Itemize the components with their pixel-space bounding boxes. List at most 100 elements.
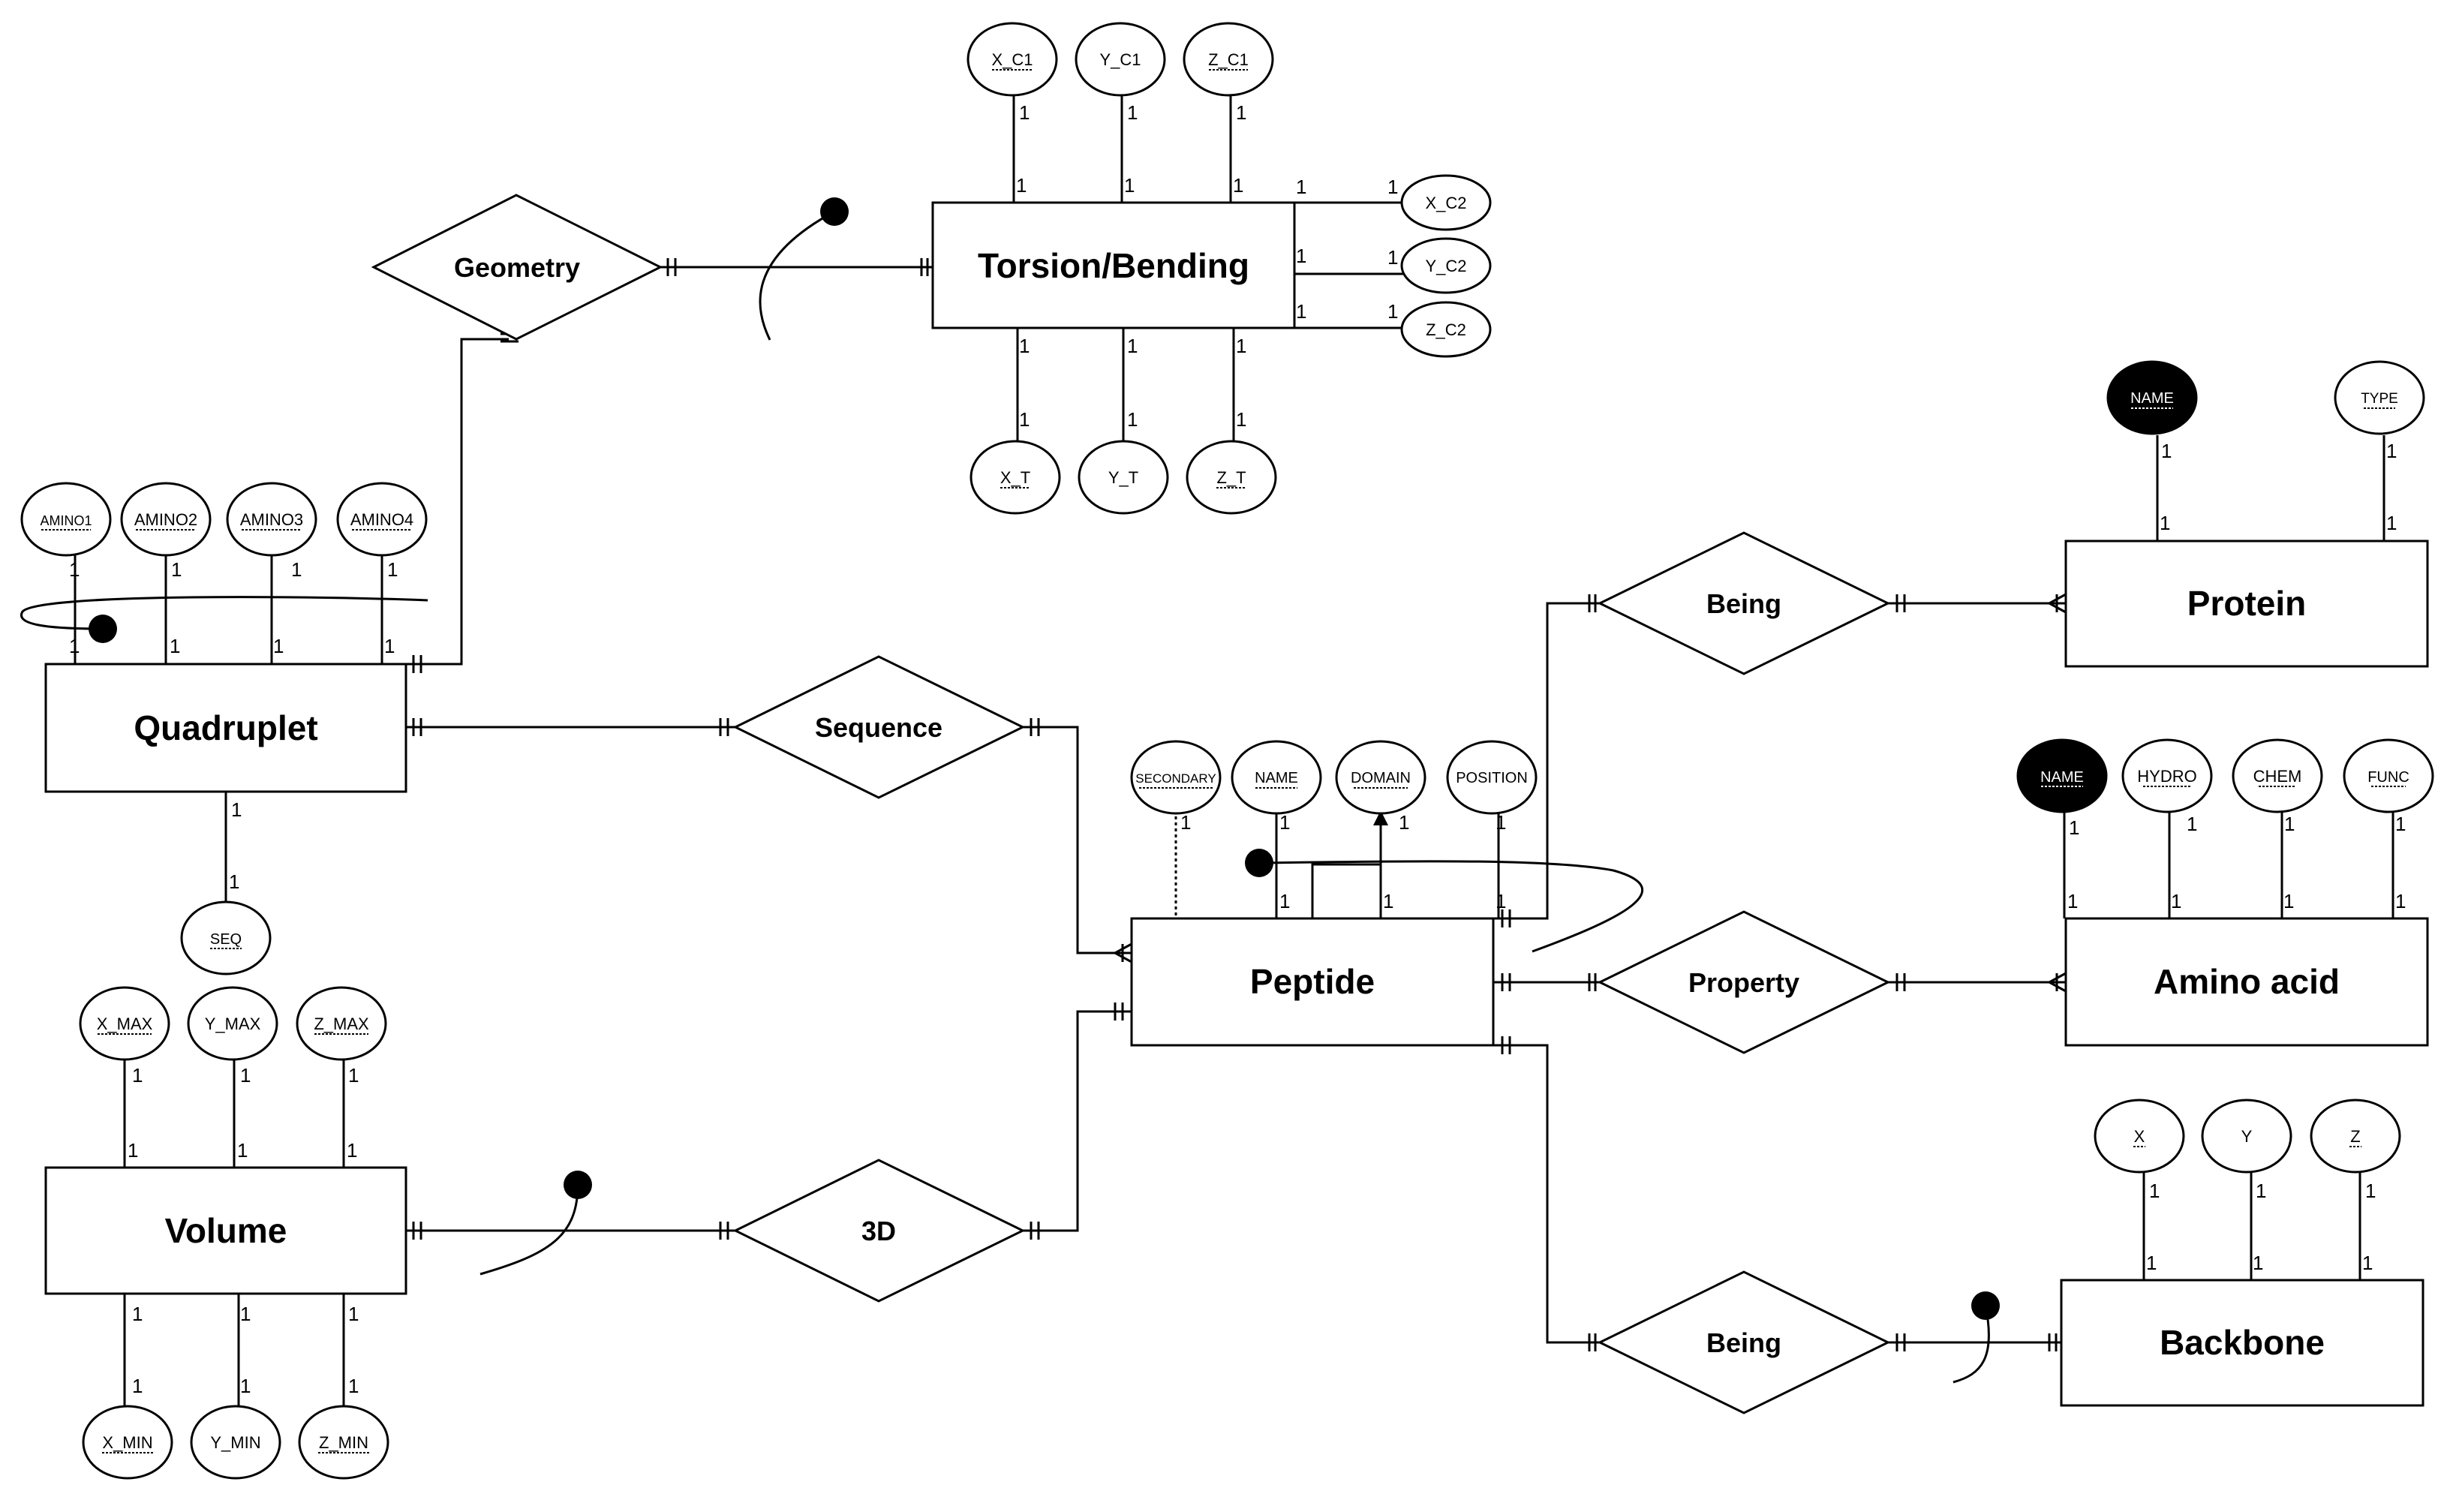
attribute-y-t[interactable]: Y_T	[1078, 440, 1169, 515]
attribute-x-c2[interactable]: X_C2	[1400, 174, 1492, 231]
entity-torsion-bending[interactable]: Torsion/Bending	[931, 201, 1296, 329]
card-label: 1	[347, 1139, 357, 1162]
card-label: 1	[1233, 174, 1243, 197]
attribute-x-c1[interactable]: X_C1	[966, 22, 1058, 97]
card-label: 1	[1387, 246, 1398, 269]
card-label: 1	[1019, 408, 1030, 431]
connector-lines	[74, 90, 2394, 1409]
attribute-peptide-name[interactable]: NAME	[1231, 740, 1322, 815]
card-label: 1	[387, 558, 398, 581]
attribute-y-c2[interactable]: Y_C2	[1400, 237, 1492, 294]
cardinality-labels: 1 1 1 1 1 1 1 1 1 1 1 1 1 1 1 1 1 1 1 1 …	[69, 101, 2406, 1397]
card-label: 1	[384, 635, 395, 657]
card-label: 1	[1127, 408, 1138, 431]
relationship-being-protein[interactable]: Being	[1597, 531, 1891, 675]
attribute-seq[interactable]: SEQ	[180, 900, 272, 975]
card-label: 1	[1124, 174, 1135, 197]
attribute-label: CHEM	[2253, 767, 2302, 786]
relationship-geometry[interactable]: Geometry	[371, 194, 663, 341]
attribute-label: NAME	[2040, 769, 2084, 786]
entity-quadruplet[interactable]: Quadruplet	[44, 663, 407, 793]
attribute-chem[interactable]: CHEM	[2232, 738, 2323, 813]
card-label: 1	[1127, 335, 1138, 357]
attribute-amino4[interactable]: AMINO4	[336, 482, 428, 557]
attribute-amino2[interactable]: AMINO2	[120, 482, 212, 557]
attribute-x-min[interactable]: X_MIN	[82, 1405, 173, 1480]
card-label: 1	[1296, 300, 1306, 323]
card-label: 1	[348, 1375, 359, 1397]
entity-label: Quadruplet	[134, 708, 317, 747]
attribute-protein-type[interactable]: TYPE	[2334, 360, 2425, 435]
attribute-z-c1[interactable]: Z_C1	[1183, 22, 1274, 97]
attribute-y-c1[interactable]: Y_C1	[1075, 22, 1166, 97]
card-label: 1	[273, 635, 284, 657]
attribute-z-t[interactable]: Z_T	[1186, 440, 1277, 515]
relationship-label: Sequence	[815, 712, 942, 743]
attribute-backbone-z[interactable]: Z	[2310, 1099, 2401, 1174]
relationship-label: Being	[1706, 588, 1781, 619]
card-label: 1	[132, 1303, 143, 1325]
attribute-label: X_C2	[1425, 194, 1466, 212]
entity-protein[interactable]: Protein	[2064, 540, 2429, 668]
attribute-backbone-x[interactable]: X	[2094, 1099, 2185, 1174]
relationship-being-backbone[interactable]: Being	[1597, 1270, 1891, 1414]
relationship-3d[interactable]: 3D	[732, 1159, 1026, 1303]
attribute-z-max[interactable]: Z_MAX	[296, 986, 387, 1061]
card-label: 1	[69, 635, 80, 657]
card-label: 1	[1127, 101, 1138, 124]
entity-volume[interactable]: Volume	[44, 1166, 407, 1295]
card-label: 1	[2386, 440, 2397, 462]
card-label: 1	[69, 558, 80, 581]
attribute-position[interactable]: POSITION	[1446, 740, 1538, 815]
attribute-label: X_MIN	[102, 1433, 152, 1452]
entity-peptide[interactable]: Peptide	[1130, 917, 1495, 1047]
card-label: 1	[1399, 811, 1409, 834]
attribute-x-t[interactable]: X_T	[969, 440, 1061, 515]
card-label: 1	[128, 1139, 138, 1162]
attribute-domain[interactable]: DOMAIN	[1335, 740, 1426, 815]
attribute-label: FUNC	[2367, 769, 2409, 786]
relationship-property[interactable]: Property	[1597, 910, 1891, 1054]
attribute-z-min[interactable]: Z_MIN	[298, 1405, 389, 1480]
card-label: 1	[2146, 1252, 2157, 1274]
attribute-protein-name-key[interactable]: NAME	[2106, 360, 2198, 435]
relationship-label: 3D	[861, 1216, 896, 1246]
card-label: 1	[291, 558, 302, 581]
card-label: 1	[1019, 335, 1030, 357]
attribute-x-max[interactable]: X_MAX	[79, 986, 170, 1061]
attribute-func[interactable]: FUNC	[2343, 738, 2434, 813]
attribute-label: SECONDARY	[1135, 771, 1216, 786]
entity-label: Torsion/Bending	[978, 246, 1249, 285]
attribute-label: X_MAX	[97, 1015, 153, 1033]
entity-label: Volume	[165, 1211, 287, 1250]
attribute-amino1[interactable]: AMINO1	[20, 482, 112, 557]
card-label: 1	[1383, 890, 1393, 912]
attribute-y-max[interactable]: Y_MAX	[187, 986, 278, 1061]
card-label: 1	[348, 1303, 359, 1325]
attribute-backbone-y[interactable]: Y	[2201, 1099, 2292, 1174]
card-label: 1	[2253, 1252, 2263, 1274]
entity-backbone[interactable]: Backbone	[2060, 1279, 2424, 1407]
entity-amino-acid[interactable]: Amino acid	[2064, 917, 2429, 1047]
attribute-label: Z_MIN	[319, 1433, 368, 1452]
entity-label: Backbone	[2160, 1323, 2325, 1362]
attribute-label: Z_C2	[1426, 320, 1466, 339]
card-label: 1	[171, 558, 182, 581]
card-label: 1	[2069, 816, 2079, 839]
attribute-hydro[interactable]: HYDRO	[2121, 738, 2213, 813]
card-label: 1	[2256, 1180, 2266, 1202]
attribute-secondary[interactable]: SECONDARY	[1130, 740, 1222, 815]
attribute-z-c2[interactable]: Z_C2	[1400, 301, 1492, 358]
entity-label: Protein	[2187, 584, 2306, 623]
card-label: 1	[2161, 440, 2172, 462]
card-label: 1	[348, 1064, 359, 1087]
card-label: 1	[132, 1064, 143, 1087]
attribute-amino3[interactable]: AMINO3	[226, 482, 317, 557]
relationship-sequence[interactable]: Sequence	[732, 655, 1026, 799]
attribute-amino-name-key[interactable]: NAME	[2016, 738, 2108, 813]
card-label: 1	[2149, 1180, 2160, 1202]
attribute-label: X_C1	[991, 50, 1033, 69]
attribute-label: TYPE	[2361, 391, 2398, 407]
card-label: 1	[1019, 101, 1030, 124]
attribute-y-min[interactable]: Y_MIN	[190, 1405, 281, 1480]
